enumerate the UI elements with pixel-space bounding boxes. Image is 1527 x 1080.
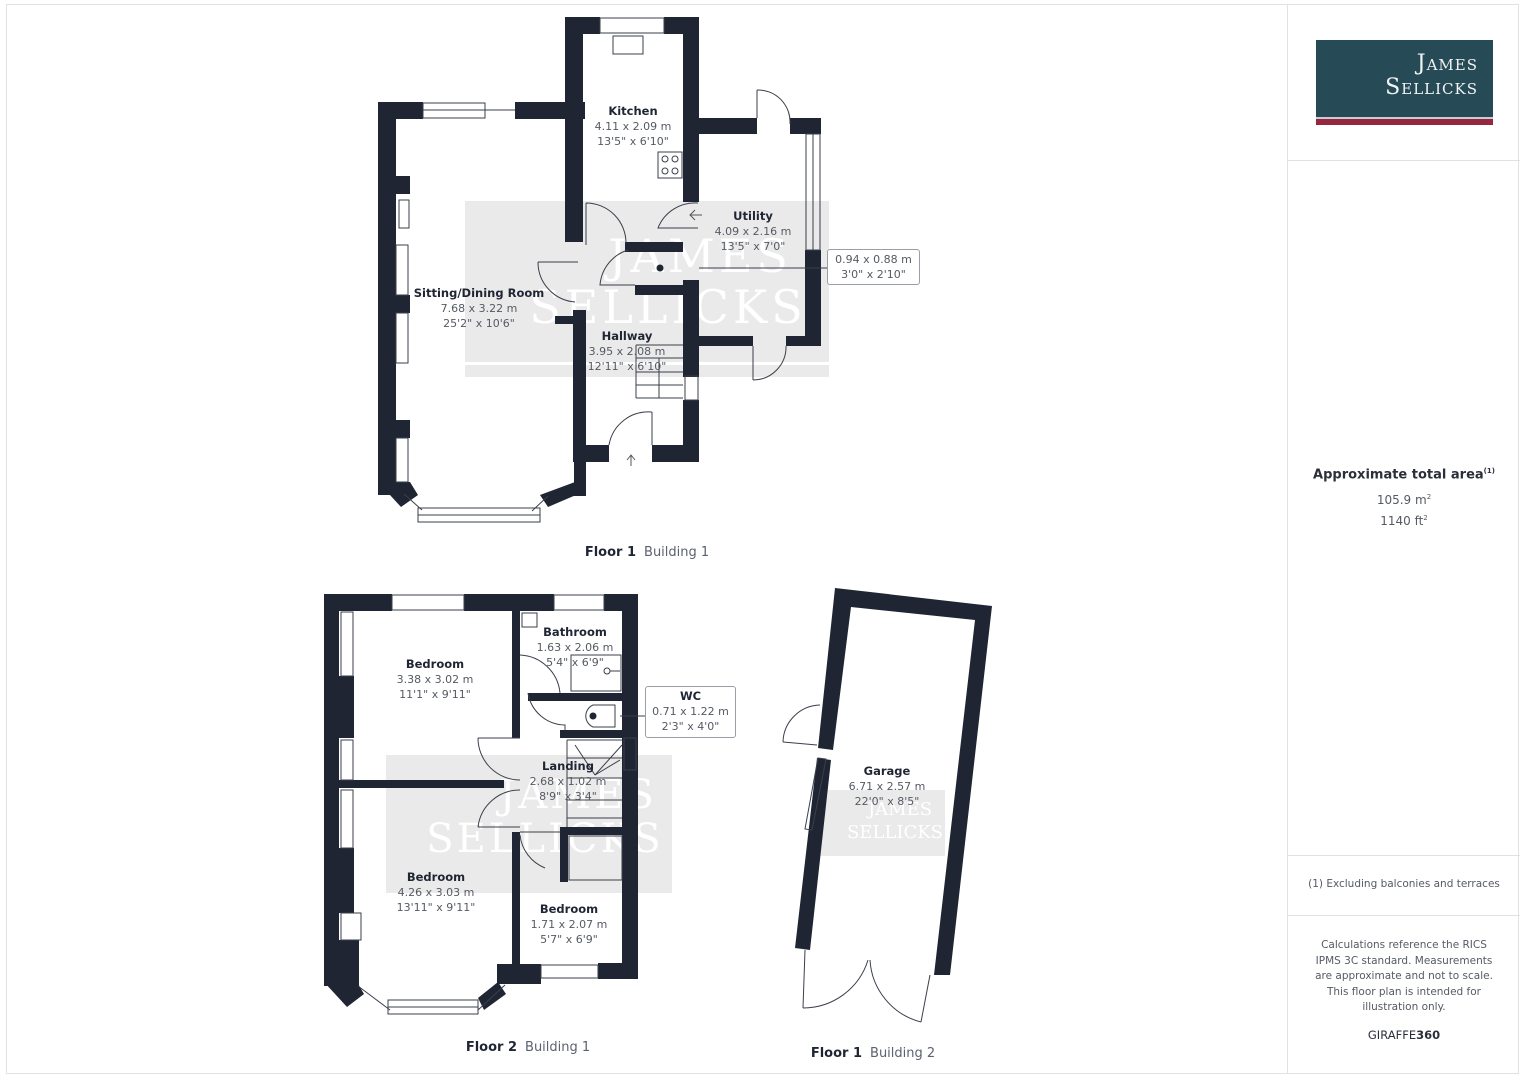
floor-plan-drawing: JAMES SELLICKS JAMES SELLICKS JAMES SELL…	[324, 17, 992, 1023]
garage-walls	[795, 588, 992, 975]
callout-cupboard: 0.94 x 0.88 m 3'0" x 2'10"	[827, 249, 920, 285]
pivot-dot	[589, 712, 597, 720]
room-label-bathroom: Bathroom 1.63 x 2.06 m 5'4" x 6'9"	[536, 625, 614, 669]
disclaimer-section: Calculations reference the RICS IPMS 3C …	[1288, 916, 1520, 1074]
room-label-utility: Utility 4.09 x 2.16 m 13'5" x 7'0"	[714, 209, 792, 253]
area-imperial: 1140 ft2	[1380, 514, 1428, 528]
svg-text:SELLICKS: SELLICKS	[847, 822, 943, 843]
floor2-fixtures	[340, 594, 645, 1015]
floor-plan-area: JAMES SELLICKS JAMES SELLICKS JAMES SELL…	[7, 5, 1287, 1073]
room-label-bedroom-2: Bedroom 4.26 x 3.03 m 13'11" x 9'11"	[396, 870, 476, 914]
brand-logo	[1316, 40, 1493, 124]
room-label-sitting-dining-room: Sitting/Dining Room 7.68 x 3.22 m 25'2" …	[413, 286, 545, 330]
svg-text:JAMES: JAMES	[604, 229, 792, 283]
svg-text:JAMES: JAMES	[866, 799, 932, 820]
room-label-garage: Garage 6.71 x 2.57 m 22'0" x 8'5"	[848, 764, 926, 808]
callout-wc: WC 0.71 x 1.22 m 2'3" x 4'0"	[645, 686, 736, 738]
room-label-kitchen: Kitchen 4.11 x 2.09 m 13'5" x 6'10"	[594, 104, 672, 148]
info-sidebar: James Sellicks Approximate total area(1)…	[1287, 5, 1520, 1074]
area-summary: Approximate total area(1) 105.9 m2 1140 …	[1288, 161, 1520, 856]
footnote-text: (1) Excluding balconies and terraces	[1308, 878, 1500, 890]
garage-fixtures	[782, 704, 931, 1023]
room-label-hallway: Hallway 3.95 x 2.08 m 12'11" x 6'10"	[587, 329, 667, 373]
page-frame	[6, 4, 1519, 1074]
footnote-section: (1) Excluding balconies and terraces	[1288, 856, 1520, 916]
disclaimer-text: Calculations reference the RICS IPMS 3C …	[1315, 939, 1493, 1013]
logo-section: James Sellicks	[1288, 5, 1520, 161]
area-title: Approximate total area(1)	[1313, 467, 1495, 483]
floor2-building1-walls	[324, 594, 638, 1010]
brand-logo-stripe	[1316, 117, 1493, 125]
brand-logo-text: James Sellicks	[1385, 51, 1478, 100]
room-label-bedroom-3: Bedroom 1.71 x 2.07 m 5'7" x 6'9"	[530, 902, 608, 946]
room-label-bedroom-1: Bedroom 3.38 x 3.02 m 11'1" x 9'11"	[396, 657, 474, 701]
giraffe360-credit: GIRAFFE360	[1367, 1028, 1441, 1042]
room-label-landing: Landing 2.68 x 1.02 m 8'9" x 3'4"	[529, 759, 607, 803]
floor1-building1-walls	[378, 17, 821, 507]
area-metric: 105.9 m2	[1376, 493, 1432, 507]
pivot-dot	[656, 264, 664, 272]
floor1-fixtures	[395, 17, 828, 523]
